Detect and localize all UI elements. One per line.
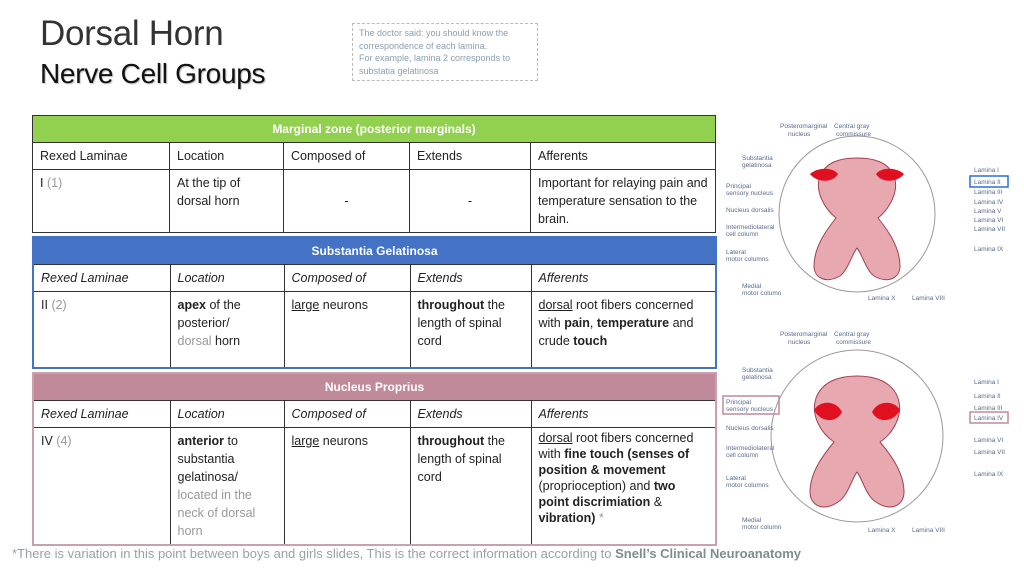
note-line: substatia gelatinosa [359, 65, 439, 76]
svg-text:sensory nucleus: sensory nucleus [726, 406, 774, 413]
svg-text:Lateral: Lateral [726, 249, 746, 256]
substantia-gelatinosa-table: Substantia Gelatinosa Rexed Laminae Loca… [32, 236, 717, 369]
table-heading: Marginal zone (posterior marginals) [31, 115, 717, 143]
col-afferents: Afferents [530, 264, 717, 292]
col-composed: Composed of [283, 400, 411, 428]
svg-text:Nucleus dorsalis: Nucleus dorsalis [726, 207, 774, 214]
page-subtitle: Nerve Cell Groups [40, 58, 266, 89]
svg-text:commissure: commissure [836, 131, 871, 138]
note-box: The doctor said: you should know the cor… [352, 23, 538, 81]
afferents-cell: dorsal root fibers concerned with pain, … [530, 291, 717, 368]
svg-text:Central gray: Central gray [834, 331, 870, 338]
lamina-cell: II (2) [32, 291, 171, 368]
svg-text:motor column: motor column [742, 524, 782, 531]
composed-cell: - [283, 169, 410, 233]
svg-text:Nucleus dorsalis: Nucleus dorsalis [726, 425, 774, 432]
afferents-cell: dorsal root fibers concerned with fine t… [530, 427, 717, 546]
col-location: Location [169, 142, 284, 170]
afferents-cell: Important for relaying pain and temperat… [529, 169, 717, 233]
svg-text:Lamina X: Lamina X [868, 295, 896, 302]
svg-text:Intermediolateral: Intermediolateral [726, 224, 775, 231]
svg-text:sensory nucleus: sensory nucleus [726, 190, 774, 197]
nucleus-proprius-table: Nucleus Proprius Rexed Laminae Location … [32, 372, 718, 546]
composed-cell: large neurons [283, 291, 411, 368]
svg-text:Lamina II: Lamina II [974, 393, 1001, 400]
footnote: *There is variation in this point betwee… [12, 546, 802, 561]
table-heading: Substantia Gelatinosa [32, 236, 717, 265]
col-location: Location [169, 264, 285, 292]
table-heading: Nucleus Proprius [32, 372, 717, 401]
svg-text:nucleus: nucleus [788, 131, 811, 138]
svg-text:Lamina IX: Lamina IX [974, 246, 1004, 253]
lamina-cell: IV (4) [32, 427, 171, 546]
col-extends: Extends [409, 264, 532, 292]
svg-text:Lamina VIII: Lamina VIII [912, 295, 945, 302]
svg-text:Principal: Principal [726, 183, 751, 190]
svg-text:Substantia: Substantia [742, 367, 773, 374]
col-extends: Extends [409, 142, 531, 170]
svg-text:commissure: commissure [836, 339, 871, 346]
svg-text:Lamina II: Lamina II [974, 179, 1001, 186]
svg-text:gelatinosa: gelatinosa [742, 374, 772, 381]
composed-cell: large neurons [283, 427, 411, 546]
col-rexed: Rexed Laminae [32, 400, 171, 428]
col-location: Location [169, 400, 285, 428]
svg-text:Lateral: Lateral [726, 475, 746, 482]
svg-text:Lamina IX: Lamina IX [974, 471, 1004, 478]
svg-text:nucleus: nucleus [788, 339, 811, 346]
marginal-zone-table: Marginal zone (posterior marginals) Rexe… [31, 115, 717, 233]
note-line: The doctor said: you should know the [359, 28, 509, 38]
svg-text:Lamina IV: Lamina IV [974, 199, 1004, 206]
svg-text:Lamina VI: Lamina VI [974, 217, 1003, 224]
svg-text:Substantia: Substantia [742, 155, 773, 162]
note-line: correspondence of each lamina. [359, 40, 488, 51]
svg-text:Lamina VI: Lamina VI [974, 437, 1003, 444]
svg-text:Lamina III: Lamina III [974, 405, 1003, 412]
col-rexed: Rexed Laminae [32, 142, 170, 170]
svg-text:Medial: Medial [742, 517, 762, 524]
svg-text:Lamina IV: Lamina IV [974, 415, 1004, 422]
svg-text:Lamina VII: Lamina VII [974, 449, 1005, 456]
svg-text:Posteromarginal: Posteromarginal [780, 331, 828, 338]
svg-text:motor columns: motor columns [726, 482, 769, 489]
svg-text:cell column: cell column [726, 231, 759, 238]
lamina-cell: I (1) [32, 169, 170, 233]
svg-text:Lamina VII: Lamina VII [974, 226, 1005, 233]
extends-cell: throughout the length of spinal cord [409, 291, 532, 368]
extends-cell: throughout the length of spinal cord [409, 427, 532, 546]
page-title: Dorsal Horn [40, 14, 224, 53]
col-afferents: Afferents [529, 142, 717, 170]
col-composed: Composed of [283, 264, 411, 292]
svg-text:motor column: motor column [742, 290, 782, 297]
svg-text:Principal: Principal [726, 399, 751, 406]
svg-text:Lamina X: Lamina X [868, 527, 896, 534]
svg-text:Lamina VIII: Lamina VIII [912, 527, 945, 534]
svg-text:cell column: cell column [726, 452, 759, 459]
svg-text:Posteromarginal: Posteromarginal [780, 123, 828, 130]
svg-text:motor columns: motor columns [726, 256, 769, 263]
svg-text:Lamina V: Lamina V [974, 208, 1002, 215]
svg-text:gelatinosa: gelatinosa [742, 162, 772, 169]
col-composed: Composed of [283, 142, 410, 170]
svg-text:Central gray: Central gray [834, 123, 870, 130]
col-afferents: Afferents [530, 400, 717, 428]
extends-cell: - [409, 169, 531, 233]
svg-text:Lamina I: Lamina I [974, 167, 999, 174]
svg-text:Intermediolateral: Intermediolateral [726, 445, 775, 452]
svg-text:Lamina III: Lamina III [974, 189, 1003, 196]
svg-text:Lamina I: Lamina I [974, 379, 999, 386]
svg-text:Medial: Medial [742, 283, 762, 290]
col-extends: Extends [409, 400, 532, 428]
note-line: For example, lamina 2 corresponds to [359, 53, 511, 63]
location-cell: anterior to substantia gelatinosa/locate… [169, 427, 285, 546]
col-rexed: Rexed Laminae [32, 264, 171, 292]
